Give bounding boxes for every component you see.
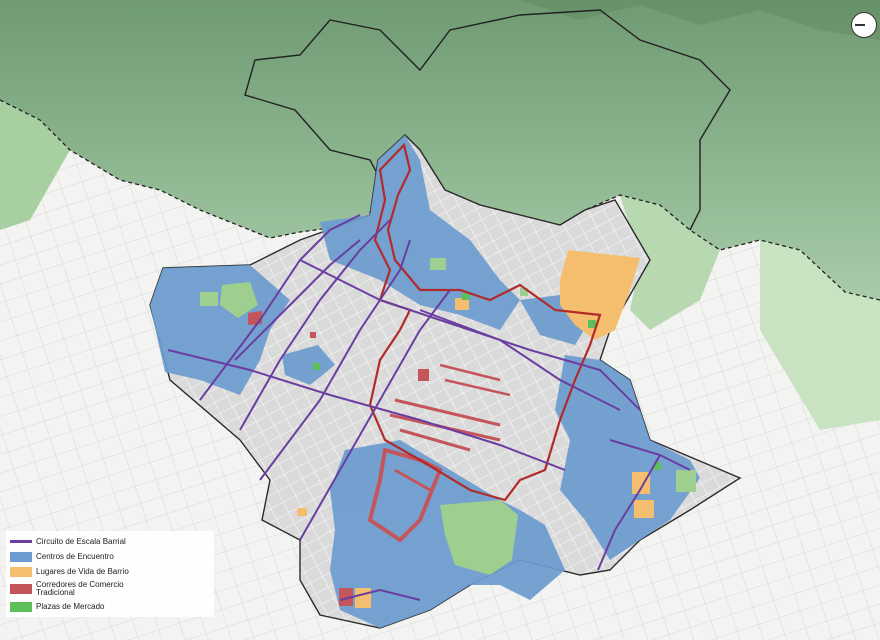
- circuit-swatch: [10, 540, 32, 543]
- legend-label: Centros de Encuentro: [36, 551, 114, 561]
- legend-item-circuito: Circuito de Escala Barrial: [10, 534, 210, 549]
- parks-layer: [200, 258, 696, 575]
- reserve-edge: [0, 99, 880, 301]
- map-legend: Circuito de Escala Barrial Centros de En…: [6, 531, 214, 617]
- park-boundary: [244, 9, 731, 231]
- legend-label: Plazas de Mercado: [36, 601, 105, 611]
- circuit-layer: [167, 214, 691, 601]
- corredores-layer: [248, 311, 511, 606]
- mountain-area: [0, 0, 880, 300]
- legend-label: Circuito de Escala Barrial: [36, 536, 126, 546]
- plazas-swatch: [10, 601, 32, 612]
- north-arrow-icon: [851, 12, 877, 38]
- legend-label: Corredores de Comercio Tradicional: [36, 580, 124, 597]
- legend-item-centros: Centros de Encuentro: [10, 549, 210, 564]
- legend-label: Lugares de Vida de Barrio: [36, 566, 129, 576]
- mountain-shading: [0, 0, 880, 40]
- corredores-swatch: [10, 584, 32, 594]
- plazas-layer: [313, 293, 661, 470]
- legend-item-corredores: Corredores de Comercio Tradicional: [10, 579, 210, 599]
- centros-swatch: [10, 551, 32, 562]
- lugares-swatch: [10, 566, 32, 577]
- area-boundary: [368, 142, 602, 502]
- legend-item-lugares: Lugares de Vida de Barrio: [10, 564, 210, 579]
- legend-item-plazas: Plazas de Mercado: [10, 599, 210, 614]
